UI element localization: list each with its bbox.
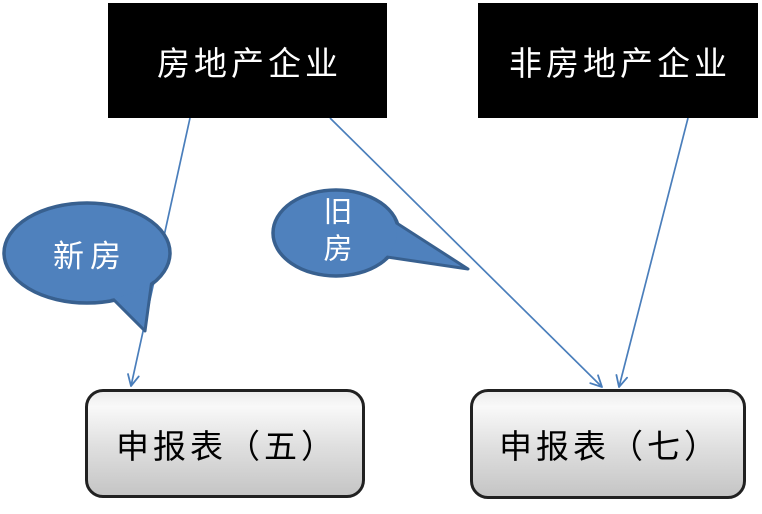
node-real-estate-label: 房地产企业 (157, 43, 342, 83)
node-form5: 申报表（五） (85, 389, 365, 498)
node-real-estate: 房地产企业 (108, 3, 387, 118)
callout-old-house-shape (271, 188, 470, 278)
node-form7: 申报表（七） (470, 389, 746, 499)
node-form5-label: 申报表（五） (116, 426, 338, 466)
arrow-non-real-estate-to-form7 (615, 117, 689, 388)
arrow-real-estate-to-form7 (329, 117, 603, 388)
callout-new-house-shape (2, 201, 172, 333)
node-form7-label: 申报表（七） (499, 427, 721, 466)
node-non-real-estate: 非房地产企业 (478, 3, 758, 118)
node-non-real-estate-label: 非房地产企业 (509, 43, 731, 83)
